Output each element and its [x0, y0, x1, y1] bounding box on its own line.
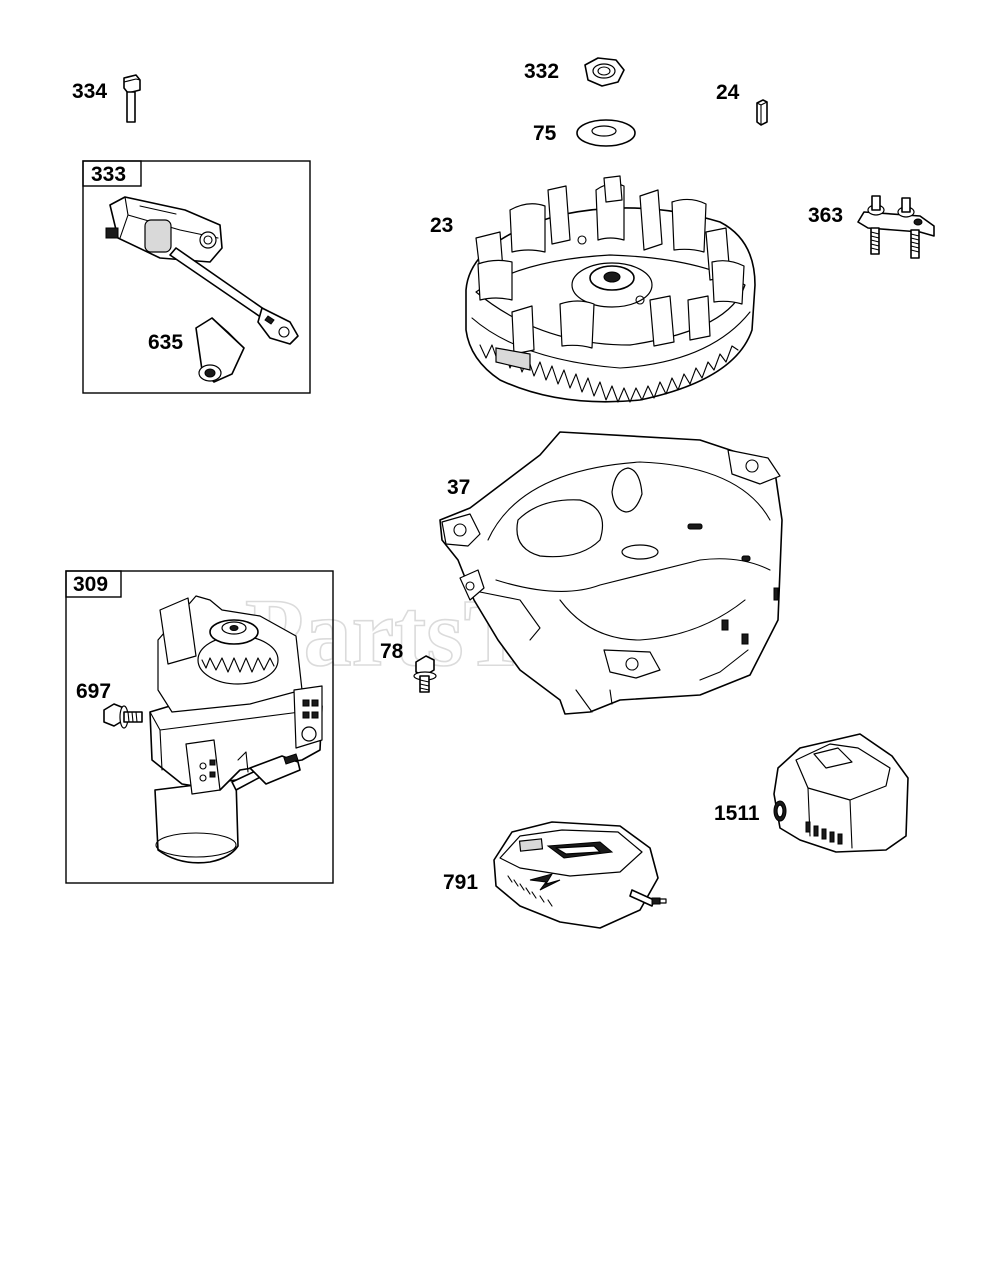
callout-78: 78	[380, 640, 404, 663]
box-309-label: 309	[73, 573, 108, 596]
part-309-starter-motor[interactable]	[149, 595, 323, 864]
part-697-bolt[interactable]	[103, 703, 143, 729]
box-309: 309	[65, 570, 334, 884]
part-75-washer[interactable]	[576, 119, 636, 147]
part-635-plug-boot[interactable]	[195, 317, 245, 383]
callout-332: 332	[524, 60, 559, 83]
callout-24: 24	[716, 81, 740, 104]
callout-1511: 1511	[714, 802, 760, 825]
part-1511-battery[interactable]	[773, 733, 909, 853]
part-334-bolt[interactable]	[123, 74, 141, 123]
part-23-flywheel[interactable]	[465, 175, 756, 403]
callout-363: 363	[808, 204, 843, 227]
callout-635: 635	[148, 331, 183, 354]
box-333-label: 333	[91, 163, 126, 186]
callout-23: 23	[430, 214, 453, 237]
callout-75: 75	[533, 122, 557, 145]
box-333: 333	[82, 160, 311, 394]
part-78-bolt[interactable]	[413, 655, 437, 693]
part-791-charger[interactable]	[493, 821, 667, 929]
box-333-frame	[82, 160, 311, 394]
part-37-blower-housing[interactable]	[439, 431, 783, 715]
box-333-tab	[82, 160, 142, 187]
callout-37: 37	[447, 476, 470, 499]
part-363-bracket[interactable]	[857, 195, 935, 259]
part-24-key[interactable]	[756, 99, 768, 126]
box-309-frame	[65, 570, 334, 884]
callout-791: 791	[443, 871, 478, 894]
box-309-tab	[65, 570, 122, 598]
callout-334: 334	[72, 80, 107, 103]
callout-697: 697	[76, 680, 111, 703]
part-333-ignition-armature[interactable]	[105, 196, 299, 345]
part-332-nut[interactable]	[584, 57, 625, 87]
